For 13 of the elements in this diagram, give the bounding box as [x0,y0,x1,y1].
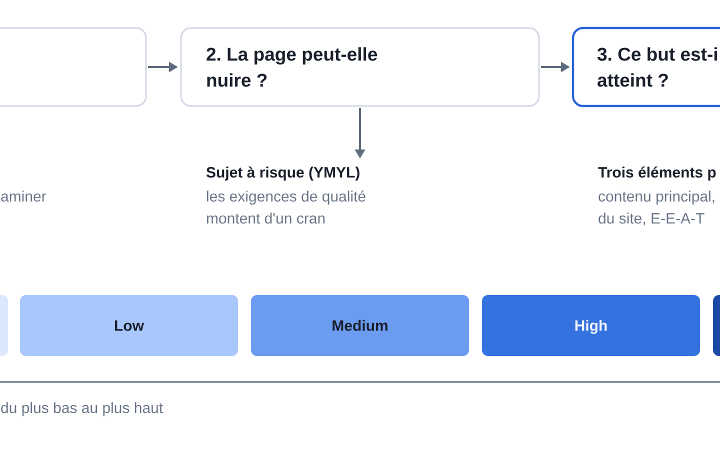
note-text: contenu principal, du site, E-E-A-T [598,190,714,226]
note-text: Sujet à risque (YMYL) les exigences de qualité montent d'un cran [206,166,366,224]
step-box: 3. Ce but est-i atteint ? [572,26,720,108]
rating-bar: Low [20,295,238,356]
note-text: aminer [1,190,46,202]
rating-bar: High [482,295,700,356]
rating-bar: Medium [251,295,469,356]
step-box: 2. La page peut-elle nuire ? [180,27,540,107]
step-box [0,27,147,107]
note-heading: Trois éléments p [598,166,716,181]
rating-bar [0,295,8,356]
rating-bar [713,295,720,356]
scale-caption: du plus bas au plus haut [1,402,163,416]
